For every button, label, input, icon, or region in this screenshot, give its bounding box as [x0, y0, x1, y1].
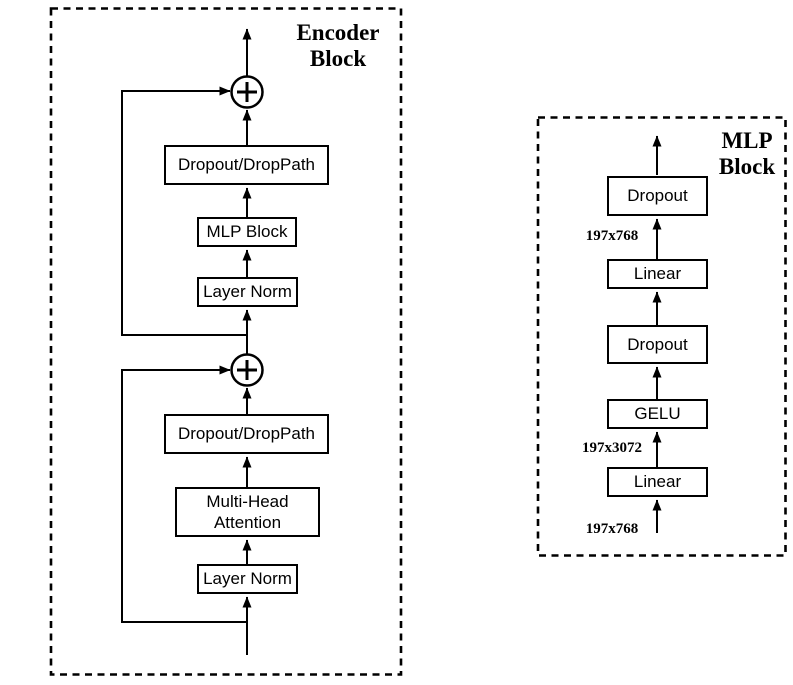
title-line: Encoder	[296, 20, 380, 45]
title-line: Block	[718, 154, 776, 179]
node-layer-norm-top: Layer Norm	[197, 277, 298, 307]
node-gelu: GELU	[607, 399, 708, 429]
node-dropout-droppath-top: Dropout/DropPath	[164, 145, 329, 185]
encoder-panel-border	[49, 7, 403, 676]
node-dropout-hidden: Dropout	[607, 325, 708, 364]
title-line: Block	[309, 46, 367, 71]
node-linear-output: Linear	[607, 259, 708, 289]
plus-icon	[237, 360, 257, 380]
plus-icon	[237, 82, 257, 102]
dim-label-after-linear-output: 197x768	[585, 228, 639, 244]
dim-label-input: 197x768	[585, 521, 639, 537]
residual-skip-top	[121, 86, 247, 336]
mlp-panel-border	[536, 116, 787, 557]
encoder-panel-title: Encoder Block	[268, 20, 408, 72]
node-multi-head-attention: Multi-Head Attention	[175, 487, 320, 537]
dim-label-after-linear-input: 197x3072	[582, 440, 642, 456]
node-linear-input: Linear	[607, 467, 708, 497]
residual-add-top	[230, 75, 264, 109]
node-dropout-droppath-bottom: Dropout/DropPath	[164, 414, 329, 454]
node-layer-norm-bottom: Layer Norm	[197, 564, 298, 594]
mlp-panel-title: MLP Block	[697, 128, 793, 180]
title-line: MLP	[721, 128, 773, 153]
residual-add-bottom	[230, 353, 264, 387]
node-dropout-output: Dropout	[607, 176, 708, 216]
node-mlp-block: MLP Block	[197, 217, 297, 247]
residual-skip-bottom	[121, 365, 247, 623]
